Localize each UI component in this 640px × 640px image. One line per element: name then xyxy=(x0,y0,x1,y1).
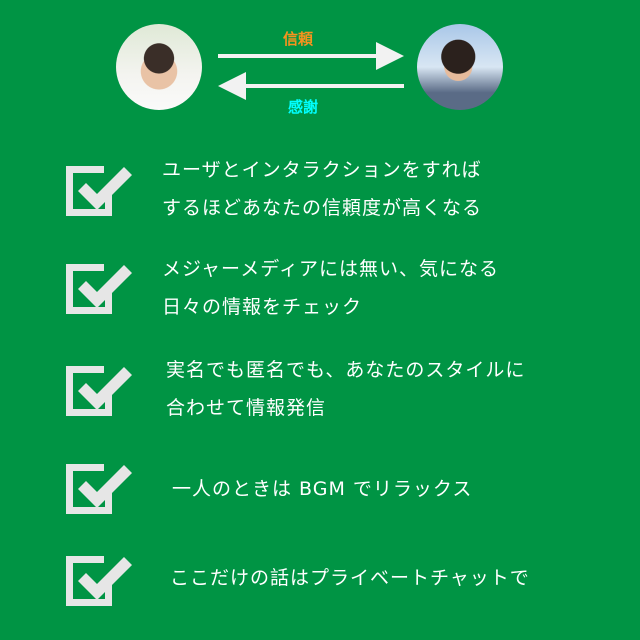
thanks-label: 感謝 xyxy=(288,98,319,116)
feature-line: メジャーメディアには無い、気になる xyxy=(162,258,499,280)
checkbox-icon xyxy=(66,264,132,314)
trust-label: 信頼 xyxy=(283,30,314,48)
feature-line: するほどあなたの信頼度が高くなる xyxy=(162,197,483,219)
checkbox-icon xyxy=(66,556,132,606)
feature-line: 合わせて情報発信 xyxy=(166,397,327,419)
checkbox-icon xyxy=(66,166,132,216)
feature-line: 一人のときは BGM でリラックス xyxy=(172,478,473,500)
feature-line: ユーザとインタラクションをすれば xyxy=(162,159,482,181)
feature-text: ここだけの話はプライベートチャットで xyxy=(170,559,530,597)
checkbox-icon xyxy=(66,464,132,514)
feature-line: 実名でも匿名でも、あなたのスタイルに xyxy=(166,359,526,381)
feature-text: 一人のときは BGM でリラックス xyxy=(172,470,472,508)
feature-text: 実名でも匿名でも、あなたのスタイルに 合わせて情報発信 xyxy=(166,351,525,427)
user-avatar-man xyxy=(116,24,202,110)
checkbox-icon xyxy=(66,366,132,416)
feature-line: ここだけの話はプライベートチャットで xyxy=(170,567,530,589)
arrow-right-icon xyxy=(218,42,404,100)
feature-text: メジャーメディアには無い、気になる 日々の情報をチェック xyxy=(162,250,499,326)
feature-text: ユーザとインタラクションをすれば するほどあなたの信頼度が高くなる xyxy=(162,151,482,227)
feature-line: 日々の情報をチェック xyxy=(162,296,363,318)
user-avatar-woman xyxy=(417,24,503,110)
